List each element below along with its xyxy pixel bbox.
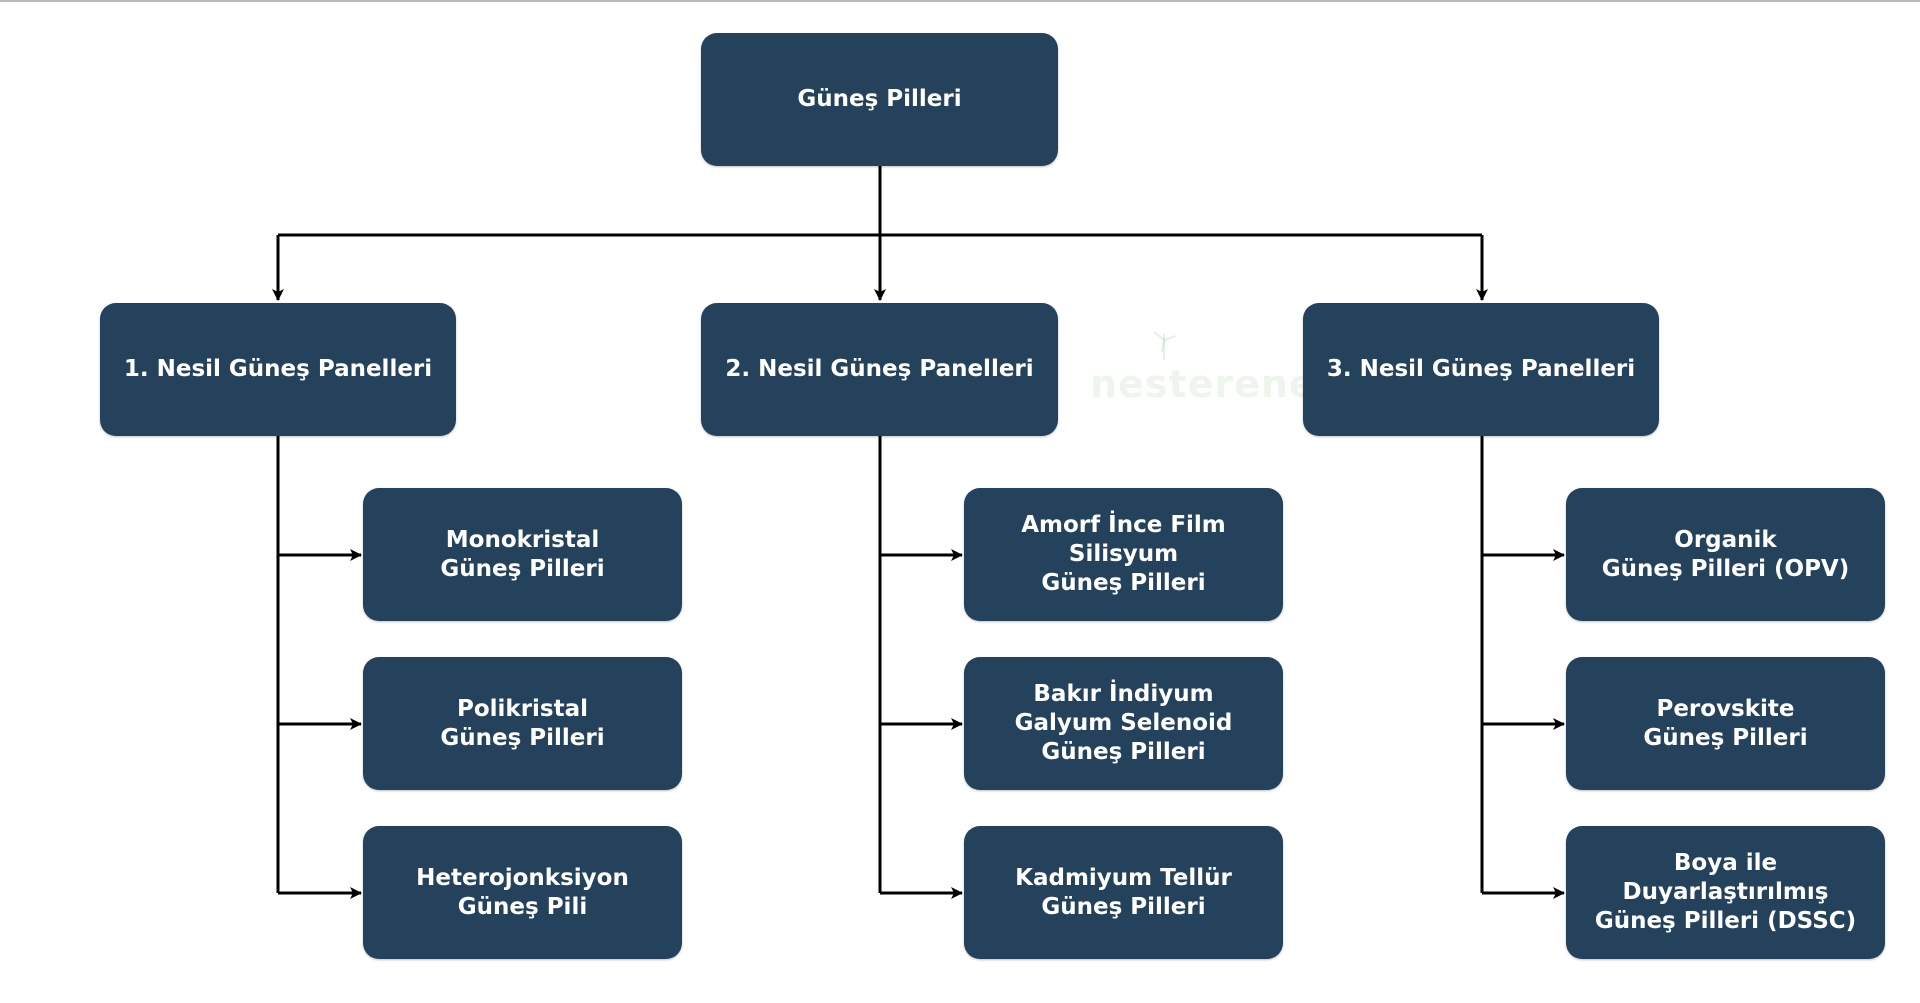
node-line: Organik (1674, 526, 1777, 553)
node-line: Silisyum (1068, 541, 1179, 567)
gen3-panels-node: 3. Nesil Güneş Panelleri (1303, 303, 1659, 436)
node-line: Galyum Selenoid (1014, 710, 1233, 736)
amorphous-silicon-node: Amorf İnce Film Silisyum Güneş Pilleri (964, 488, 1283, 621)
node-line: Güneş Pilleri (DSSC) (1594, 908, 1857, 934)
root-node-label: Güneş Pilleri (797, 86, 962, 112)
node-line: Perovskite (1656, 695, 1795, 722)
node-line: Heterojonksiyon (416, 864, 629, 891)
node-line: Duyarlaştırılmış (1622, 879, 1829, 905)
node-line: Güneş Pilleri (1041, 739, 1206, 765)
node-line: Kadmiyum Tellür (1015, 864, 1232, 891)
node-line: Bakır İndiyum (1033, 681, 1214, 707)
node-line: Güneş Pilleri (1041, 570, 1206, 596)
node-line: Boya ile (1673, 850, 1778, 876)
organic-opv-node: Organik Güneş Pilleri (OPV) (1566, 488, 1885, 621)
top-border (0, 0, 1920, 2)
gen2-panels-label: 2. Nesil Güneş Panelleri (725, 356, 1034, 382)
gen3-panels-label: 3. Nesil Güneş Panelleri (1326, 356, 1636, 382)
gen1-panels-node: 1. Nesil Güneş Panelleri (100, 303, 456, 436)
node-line: Güneş Pilleri (440, 724, 605, 751)
node-line: Monokristal (445, 526, 600, 553)
node-line: Güneş Pilleri (1643, 724, 1808, 751)
heterojunction-node: Heterojonksiyon Güneş Pili (363, 826, 682, 959)
cigs-node: Bakır İndiyum Galyum Selenoid Güneş Pill… (964, 657, 1283, 790)
node-line: Güneş Pilleri (1041, 893, 1206, 920)
dye-sensitized-dssc-node: Boya ile Duyarlaştırılmış Güneş Pilleri … (1566, 826, 1885, 959)
node-line: Amorf İnce Film (1021, 512, 1226, 538)
wind-turbine-icon (1153, 331, 1177, 360)
cadmium-telluride-node: Kadmiyum Tellür Güneş Pilleri (964, 826, 1283, 959)
root-node-solar-cells: Güneş Pilleri (701, 33, 1058, 166)
gen1-panels-label: 1. Nesil Güneş Panelleri (123, 356, 433, 382)
perovskite-node: Perovskite Güneş Pilleri (1566, 657, 1885, 790)
node-line: Güneş Pili (457, 893, 588, 920)
polycrystalline-node: Polikristal Güneş Pilleri (363, 657, 682, 790)
node-line: Polikristal (456, 695, 589, 722)
node-line: Güneş Pilleri (440, 555, 605, 582)
node-line: Güneş Pilleri (OPV) (1601, 555, 1850, 582)
monocrystalline-node: Monokristal Güneş Pilleri (363, 488, 682, 621)
gen2-panels-node: 2. Nesil Güneş Panelleri (701, 303, 1058, 436)
